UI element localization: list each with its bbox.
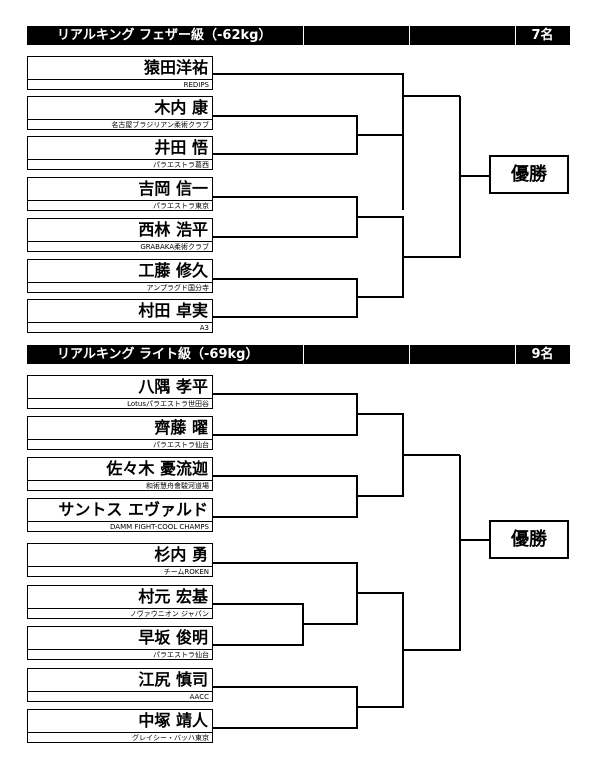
bracket-line bbox=[213, 393, 358, 436]
fighter-team: パラエストラ葛西 bbox=[153, 161, 209, 169]
fighter-divider bbox=[28, 322, 212, 323]
fighter-name: 村田 卓実 bbox=[138, 301, 208, 320]
fighter-team: REDIPS bbox=[183, 81, 209, 89]
light-header: リアルキング ライト級（-69kg） 9名 bbox=[27, 345, 570, 364]
header-separator bbox=[515, 26, 516, 45]
header-separator bbox=[515, 345, 516, 364]
fighter-name: 齊藤 曜 bbox=[154, 418, 208, 437]
fighter-divider bbox=[28, 79, 212, 80]
fighter-box: サントス エヴァルド DAMM FIGHT-COOL CHAMPS bbox=[27, 498, 213, 532]
fighter-divider bbox=[28, 691, 212, 692]
bracket-line bbox=[357, 413, 404, 497]
header-separator bbox=[303, 26, 304, 45]
header-separator bbox=[303, 345, 304, 364]
feather-header: リアルキング フェザー級（-62kg） 7名 bbox=[27, 26, 570, 45]
fighter-team: A3 bbox=[199, 324, 209, 332]
fighter-divider bbox=[28, 521, 212, 522]
fighter-divider bbox=[28, 159, 212, 160]
bracket-line bbox=[213, 603, 304, 646]
fighter-divider bbox=[28, 200, 212, 201]
bracket-line bbox=[213, 475, 358, 518]
fighter-divider bbox=[28, 119, 212, 120]
fighter-box: 江尻 慎司 AACC bbox=[27, 668, 213, 702]
fighter-box: 杉内 勇 チームROKEN bbox=[27, 543, 213, 577]
feather-champion-box: 優勝 bbox=[489, 155, 569, 194]
fighter-team: 名古屋ブラジリアン柔術クラブ bbox=[111, 121, 209, 129]
bracket-line bbox=[213, 115, 358, 155]
fighter-name: 中塚 靖人 bbox=[138, 711, 208, 730]
fighter-name: 工藤 修久 bbox=[138, 261, 208, 280]
fighter-name: 西林 浩平 bbox=[138, 220, 208, 239]
fighter-team: アンプラグド国分寺 bbox=[146, 284, 209, 292]
fighter-divider bbox=[28, 282, 212, 283]
bracket-line bbox=[403, 96, 461, 258]
fighter-team: Lotusパラエストラ世田谷 bbox=[127, 400, 209, 408]
fighter-team: 和術慧舟會駿河道場 bbox=[146, 482, 209, 490]
fighter-box: 村田 卓実 A3 bbox=[27, 299, 213, 333]
fighter-box: 工藤 修久 アンプラグド国分寺 bbox=[27, 259, 213, 293]
bracket-line bbox=[403, 455, 461, 651]
fighter-box: 西林 浩平 GRABAKA柔術クラブ bbox=[27, 218, 213, 252]
fighter-box: 八隅 孝平 Lotusパラエストラ世田谷 bbox=[27, 375, 213, 409]
fighter-team: パラエストラ仙台 bbox=[153, 441, 209, 449]
fighter-name: 村元 宏基 bbox=[138, 587, 208, 606]
fighter-divider bbox=[28, 241, 212, 242]
fighter-team: パラエストラ東京 bbox=[153, 202, 209, 210]
fighter-box: 木内 康 名古屋ブラジリアン柔術クラブ bbox=[27, 96, 213, 130]
fighter-divider bbox=[28, 608, 212, 609]
bracket-line bbox=[357, 216, 404, 298]
fighter-team: チームROKEN bbox=[163, 568, 209, 576]
fighter-divider bbox=[28, 649, 212, 650]
bracket-line bbox=[213, 196, 358, 238]
fighter-team: DAMM FIGHT-COOL CHAMPS bbox=[110, 523, 209, 531]
fighter-team: パラエストラ仙台 bbox=[153, 651, 209, 659]
bracket-line bbox=[213, 686, 358, 729]
fighter-team: グレイシー・バッハ東京 bbox=[132, 734, 209, 742]
fighter-box: 早坂 俊明 パラエストラ仙台 bbox=[27, 626, 213, 660]
fighter-name: 八隅 孝平 bbox=[138, 377, 208, 396]
light-count: 9名 bbox=[531, 347, 554, 362]
bracket-line bbox=[213, 278, 358, 318]
fighter-box: 佐々木 憂流迦 和術慧舟會駿河道場 bbox=[27, 457, 213, 491]
bracket-line bbox=[213, 73, 404, 210]
bracket-line bbox=[357, 592, 404, 708]
bracket-line bbox=[213, 562, 358, 625]
fighter-box: 猿田洋祐 REDIPS bbox=[27, 56, 213, 90]
fighter-name: 佐々木 憂流迦 bbox=[106, 459, 208, 478]
fighter-team: AACC bbox=[189, 693, 209, 701]
feather-title: リアルキング フェザー級（-62kg） bbox=[57, 28, 272, 43]
header-separator bbox=[409, 26, 410, 45]
fighter-box: 齊藤 曜 パラエストラ仙台 bbox=[27, 416, 213, 450]
fighter-name: 早坂 俊明 bbox=[138, 628, 208, 647]
fighter-name: 吉岡 信一 bbox=[138, 179, 208, 198]
fighter-divider bbox=[28, 480, 212, 481]
light-title: リアルキング ライト級（-69kg） bbox=[57, 347, 259, 362]
fighter-name: サントス エヴァルド bbox=[58, 500, 208, 519]
fighter-box: 村元 宏基 ノヴァウニオン ジャパン bbox=[27, 585, 213, 619]
fighter-name: 井田 悟 bbox=[154, 138, 208, 157]
fighter-team: GRABAKA柔術クラブ bbox=[140, 243, 209, 251]
fighter-divider bbox=[28, 732, 212, 733]
fighter-divider bbox=[28, 439, 212, 440]
fighter-name: 猿田洋祐 bbox=[143, 58, 208, 77]
fighter-name: 木内 康 bbox=[154, 98, 208, 117]
fighter-team: ノヴァウニオン ジャパン bbox=[129, 610, 209, 618]
fighter-box: 中塚 靖人 グレイシー・バッハ東京 bbox=[27, 709, 213, 743]
fighter-divider bbox=[28, 398, 212, 399]
header-separator bbox=[409, 345, 410, 364]
feather-count: 7名 bbox=[531, 28, 554, 43]
fighter-box: 吉岡 信一 パラエストラ東京 bbox=[27, 177, 213, 211]
fighter-box: 井田 悟 パラエストラ葛西 bbox=[27, 136, 213, 170]
fighter-divider bbox=[28, 566, 212, 567]
fighter-name: 杉内 勇 bbox=[154, 545, 208, 564]
fighter-name: 江尻 慎司 bbox=[138, 670, 208, 689]
light-champion-box: 優勝 bbox=[489, 520, 569, 559]
